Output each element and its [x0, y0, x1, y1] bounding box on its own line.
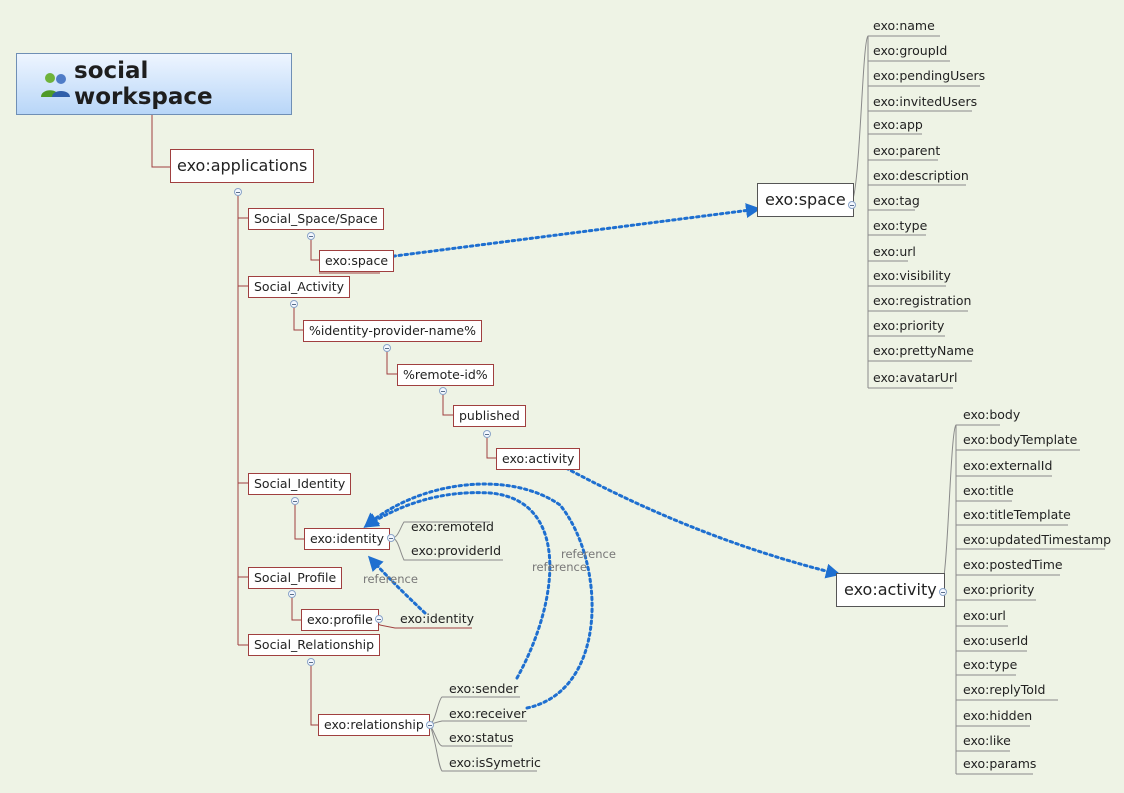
activity-prop[interactable]: exo:replyToId — [963, 682, 1046, 697]
space-prop[interactable]: exo:groupId — [873, 43, 948, 58]
activity-child-node[interactable]: exo:activity — [496, 448, 581, 470]
space-node[interactable]: exo:space — [757, 183, 854, 217]
social-space-label: Social_Space/Space — [254, 211, 378, 226]
activity-prop[interactable]: exo:url — [963, 608, 1006, 623]
root-topic[interactable]: social workspace — [16, 53, 292, 115]
collapse-toggle[interactable] — [307, 232, 315, 240]
collapse-toggle[interactable] — [939, 588, 947, 596]
published-node[interactable]: published — [453, 405, 526, 427]
applications-node[interactable]: exo:applications — [170, 149, 315, 183]
collapse-toggle[interactable] — [426, 721, 434, 729]
activity-prop[interactable]: exo:titleTemplate — [963, 507, 1071, 522]
space-prop[interactable]: exo:tag — [873, 193, 920, 208]
remote-id-node[interactable]: %remote-id% — [397, 364, 494, 386]
space-prop[interactable]: exo:description — [873, 168, 969, 183]
published-label: published — [459, 408, 520, 423]
reference-label: reference — [561, 547, 616, 561]
root-title: social workspace — [74, 58, 213, 110]
applications-label: exo:applications — [177, 156, 308, 175]
activity-prop[interactable]: exo:userId — [963, 633, 1029, 648]
identity-prop[interactable]: exo:providerId — [411, 543, 502, 558]
relationship-prop[interactable]: exo:status — [449, 730, 514, 745]
collapse-toggle[interactable] — [848, 201, 856, 209]
activity-child-label: exo:activity — [502, 451, 575, 466]
space-prop[interactable]: exo:name — [873, 18, 935, 33]
relationship-prop[interactable]: exo:receiver — [449, 706, 527, 721]
collapse-toggle[interactable] — [483, 430, 491, 438]
collapse-toggle[interactable] — [288, 590, 296, 598]
reference-label: reference — [363, 572, 418, 586]
identity-prop[interactable]: exo:remoteId — [411, 519, 494, 534]
space-prop[interactable]: exo:url — [873, 244, 916, 259]
social-relationship-label: Social_Relationship — [254, 637, 375, 652]
space-child-label: exo:space — [325, 253, 389, 268]
reference-label: reference — [532, 560, 587, 574]
space-node-title: exo:space — [765, 190, 846, 209]
activity-prop[interactable]: exo:type — [963, 657, 1018, 672]
activity-prop[interactable]: exo:updatedTimestamp — [963, 532, 1112, 547]
social-activity-label: Social_Activity — [254, 279, 345, 294]
space-prop[interactable]: exo:avatarUrl — [873, 370, 958, 385]
activity-node[interactable]: exo:activity — [836, 573, 945, 607]
social-identity-node[interactable]: Social_Identity — [248, 473, 352, 495]
activity-prop[interactable]: exo:title — [963, 483, 1014, 498]
activity-prop[interactable]: exo:bodyTemplate — [963, 432, 1078, 447]
space-prop[interactable]: exo:app — [873, 117, 923, 132]
space-prop[interactable]: exo:pendingUsers — [873, 68, 986, 83]
space-prop[interactable]: exo:invitedUsers — [873, 94, 978, 109]
identity-node[interactable]: exo:identity — [304, 528, 391, 550]
space-prop[interactable]: exo:type — [873, 218, 928, 233]
social-activity-node[interactable]: Social_Activity — [248, 276, 351, 298]
social-identity-label: Social_Identity — [254, 476, 346, 491]
collapse-toggle[interactable] — [383, 344, 391, 352]
relationship-label: exo:relationship — [324, 717, 424, 732]
social-relationship-node[interactable]: Social_Relationship — [248, 634, 381, 656]
social-profile-node[interactable]: Social_Profile — [248, 567, 343, 589]
activity-prop[interactable]: exo:hidden — [963, 708, 1033, 723]
profile-prop[interactable]: exo:identity — [400, 611, 475, 626]
identity-provider-label: %identity-provider-name% — [309, 323, 476, 338]
relationship-prop[interactable]: exo:sender — [449, 681, 519, 696]
activity-prop[interactable]: exo:body — [963, 407, 1021, 422]
social-space-node[interactable]: Social_Space/Space — [248, 208, 384, 230]
activity-node-title: exo:activity — [844, 580, 937, 599]
people-icon — [41, 73, 70, 97]
collapse-toggle[interactable] — [290, 300, 298, 308]
activity-prop[interactable]: exo:postedTime — [963, 557, 1063, 572]
remote-id-label: %remote-id% — [403, 367, 488, 382]
activity-prop[interactable]: exo:priority — [963, 582, 1035, 597]
identity-label: exo:identity — [310, 531, 385, 546]
relationship-node[interactable]: exo:relationship — [318, 714, 430, 736]
collapse-toggle[interactable] — [291, 497, 299, 505]
activity-prop[interactable]: exo:externalId — [963, 458, 1053, 473]
relationship-prop[interactable]: exo:isSymetric — [449, 755, 541, 770]
profile-label: exo:profile — [307, 612, 373, 627]
collapse-toggle[interactable] — [439, 387, 447, 395]
identity-provider-node[interactable]: %identity-provider-name% — [303, 320, 482, 342]
space-prop[interactable]: exo:registration — [873, 293, 972, 308]
profile-node[interactable]: exo:profile — [301, 609, 379, 631]
space-prop[interactable]: exo:visibility — [873, 268, 951, 283]
space-child-node[interactable]: exo:space — [319, 250, 395, 272]
collapse-toggle[interactable] — [375, 615, 383, 623]
activity-prop[interactable]: exo:params — [963, 756, 1037, 771]
social-profile-label: Social_Profile — [254, 570, 337, 585]
space-prop[interactable]: exo:prettyName — [873, 343, 974, 358]
space-prop[interactable]: exo:parent — [873, 143, 941, 158]
collapse-toggle[interactable] — [387, 534, 395, 542]
collapse-toggle[interactable] — [234, 188, 242, 196]
space-prop[interactable]: exo:priority — [873, 318, 945, 333]
collapse-toggle[interactable] — [307, 658, 315, 666]
activity-prop[interactable]: exo:like — [963, 733, 1011, 748]
